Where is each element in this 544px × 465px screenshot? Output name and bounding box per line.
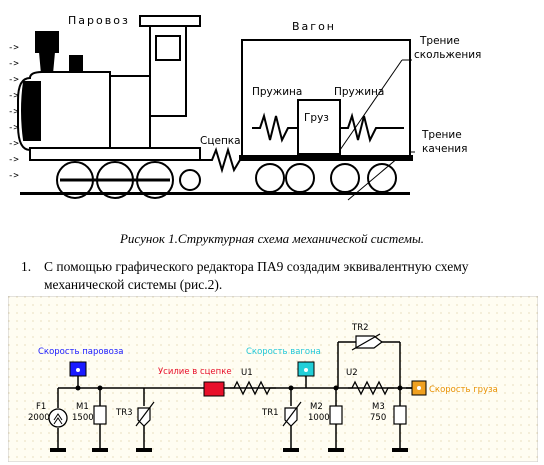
spring-left-label: Пружина	[252, 86, 302, 98]
coupling-spring	[200, 146, 252, 174]
mass-m1[interactable]	[93, 405, 107, 425]
figure-2-schematic: Скорость паровоза Усилие в сцепке Скорос…	[8, 296, 538, 462]
loco-speed-label: Скорость паровоза	[38, 347, 124, 357]
loco-wheel-4	[179, 169, 201, 191]
cargo-label: Груз	[304, 112, 329, 124]
probe-coupling-force[interactable]	[203, 381, 225, 397]
spring-u2[interactable]	[348, 380, 394, 396]
tr2-label: TR2	[351, 323, 369, 333]
rolling-friction-label-2: качения	[422, 143, 467, 155]
mass-m2[interactable]	[329, 405, 343, 425]
m3-value: 750	[370, 413, 386, 423]
ground-m3	[392, 448, 408, 452]
svg-text:->: ->	[8, 123, 19, 133]
wagon-wheel-3	[330, 163, 360, 193]
spring-left	[252, 112, 298, 143]
coupling-label: Сцепка	[200, 135, 241, 147]
m3-label: M3	[372, 402, 385, 412]
sliding-friction-pointer	[339, 59, 403, 151]
smokestack-top	[35, 31, 59, 53]
wagon-label: Вагон	[292, 20, 336, 33]
ground-m1	[92, 448, 108, 452]
m1-value: 1500	[72, 413, 94, 423]
wagon-wheel-2	[285, 163, 315, 193]
spring-u1[interactable]	[230, 380, 276, 396]
svg-text:->: ->	[8, 43, 19, 53]
spring-right	[340, 112, 404, 143]
friction-tr2[interactable]	[355, 335, 383, 349]
wagon	[239, 39, 413, 193]
cab-roof	[139, 15, 201, 27]
paragraph-number: 1.	[21, 259, 32, 274]
coupling-force-label: Усилие в сцепке	[158, 367, 232, 377]
f1-label: F1	[36, 402, 46, 412]
sliding-friction-label-2: скольжения	[414, 49, 481, 61]
svg-text:->: ->	[8, 171, 19, 181]
svg-text:->: ->	[8, 59, 19, 69]
svg-text:->: ->	[8, 107, 19, 117]
spring-right-label: Пружина	[334, 86, 384, 98]
u1-label: U1	[241, 368, 253, 378]
airflow-arrows: -> -> -> -> -> -> -> -> ->	[8, 43, 19, 181]
ground-tr3	[136, 448, 152, 452]
paragraph-text: С помощью графического редактора ПА9 соз…	[44, 259, 469, 292]
cargo-box	[297, 99, 341, 155]
svg-text:->: ->	[8, 91, 19, 101]
wagon-wheel-1	[255, 163, 285, 193]
locomotive	[17, 15, 201, 199]
tr1-label: TR1	[261, 408, 279, 418]
svg-text:->: ->	[8, 155, 19, 165]
source-f1[interactable]	[48, 408, 68, 428]
svg-text:->: ->	[8, 75, 19, 85]
cargo-speed-label: Скорость груза	[429, 385, 498, 395]
figure-1-drawing: -> -> -> -> -> -> -> -> -> Паровоз Вагон…	[8, 14, 481, 201]
rail	[20, 192, 410, 195]
smokestack	[38, 51, 56, 75]
friction-tr3[interactable]	[137, 407, 151, 427]
m2-label: M2	[310, 402, 323, 412]
locomotive-label: Паровоз	[68, 14, 130, 27]
f1-value: 2000	[28, 413, 50, 423]
boiler-front	[21, 81, 41, 141]
cab-window	[155, 35, 181, 61]
ground-f1	[50, 448, 66, 452]
m2-value: 1000	[308, 413, 330, 423]
mass-m3[interactable]	[393, 405, 407, 425]
ground-tr1	[283, 448, 299, 452]
friction-tr1[interactable]	[284, 407, 298, 427]
ground-m2	[328, 448, 344, 452]
dome	[69, 55, 83, 73]
wagon-wheel-4	[367, 163, 397, 193]
wagon-speed-label: Скорость вагона	[246, 347, 321, 357]
sliding-friction-label-1: Трение	[419, 35, 460, 47]
figure-1-caption: Рисунок 1.Структурная схема механической…	[119, 231, 424, 246]
tr3-label: TR3	[115, 408, 133, 418]
u2-label: U2	[346, 368, 358, 378]
rolling-friction-label-1: Трение	[421, 129, 462, 141]
svg-text:->: ->	[8, 139, 19, 149]
m1-label: M1	[76, 402, 89, 412]
